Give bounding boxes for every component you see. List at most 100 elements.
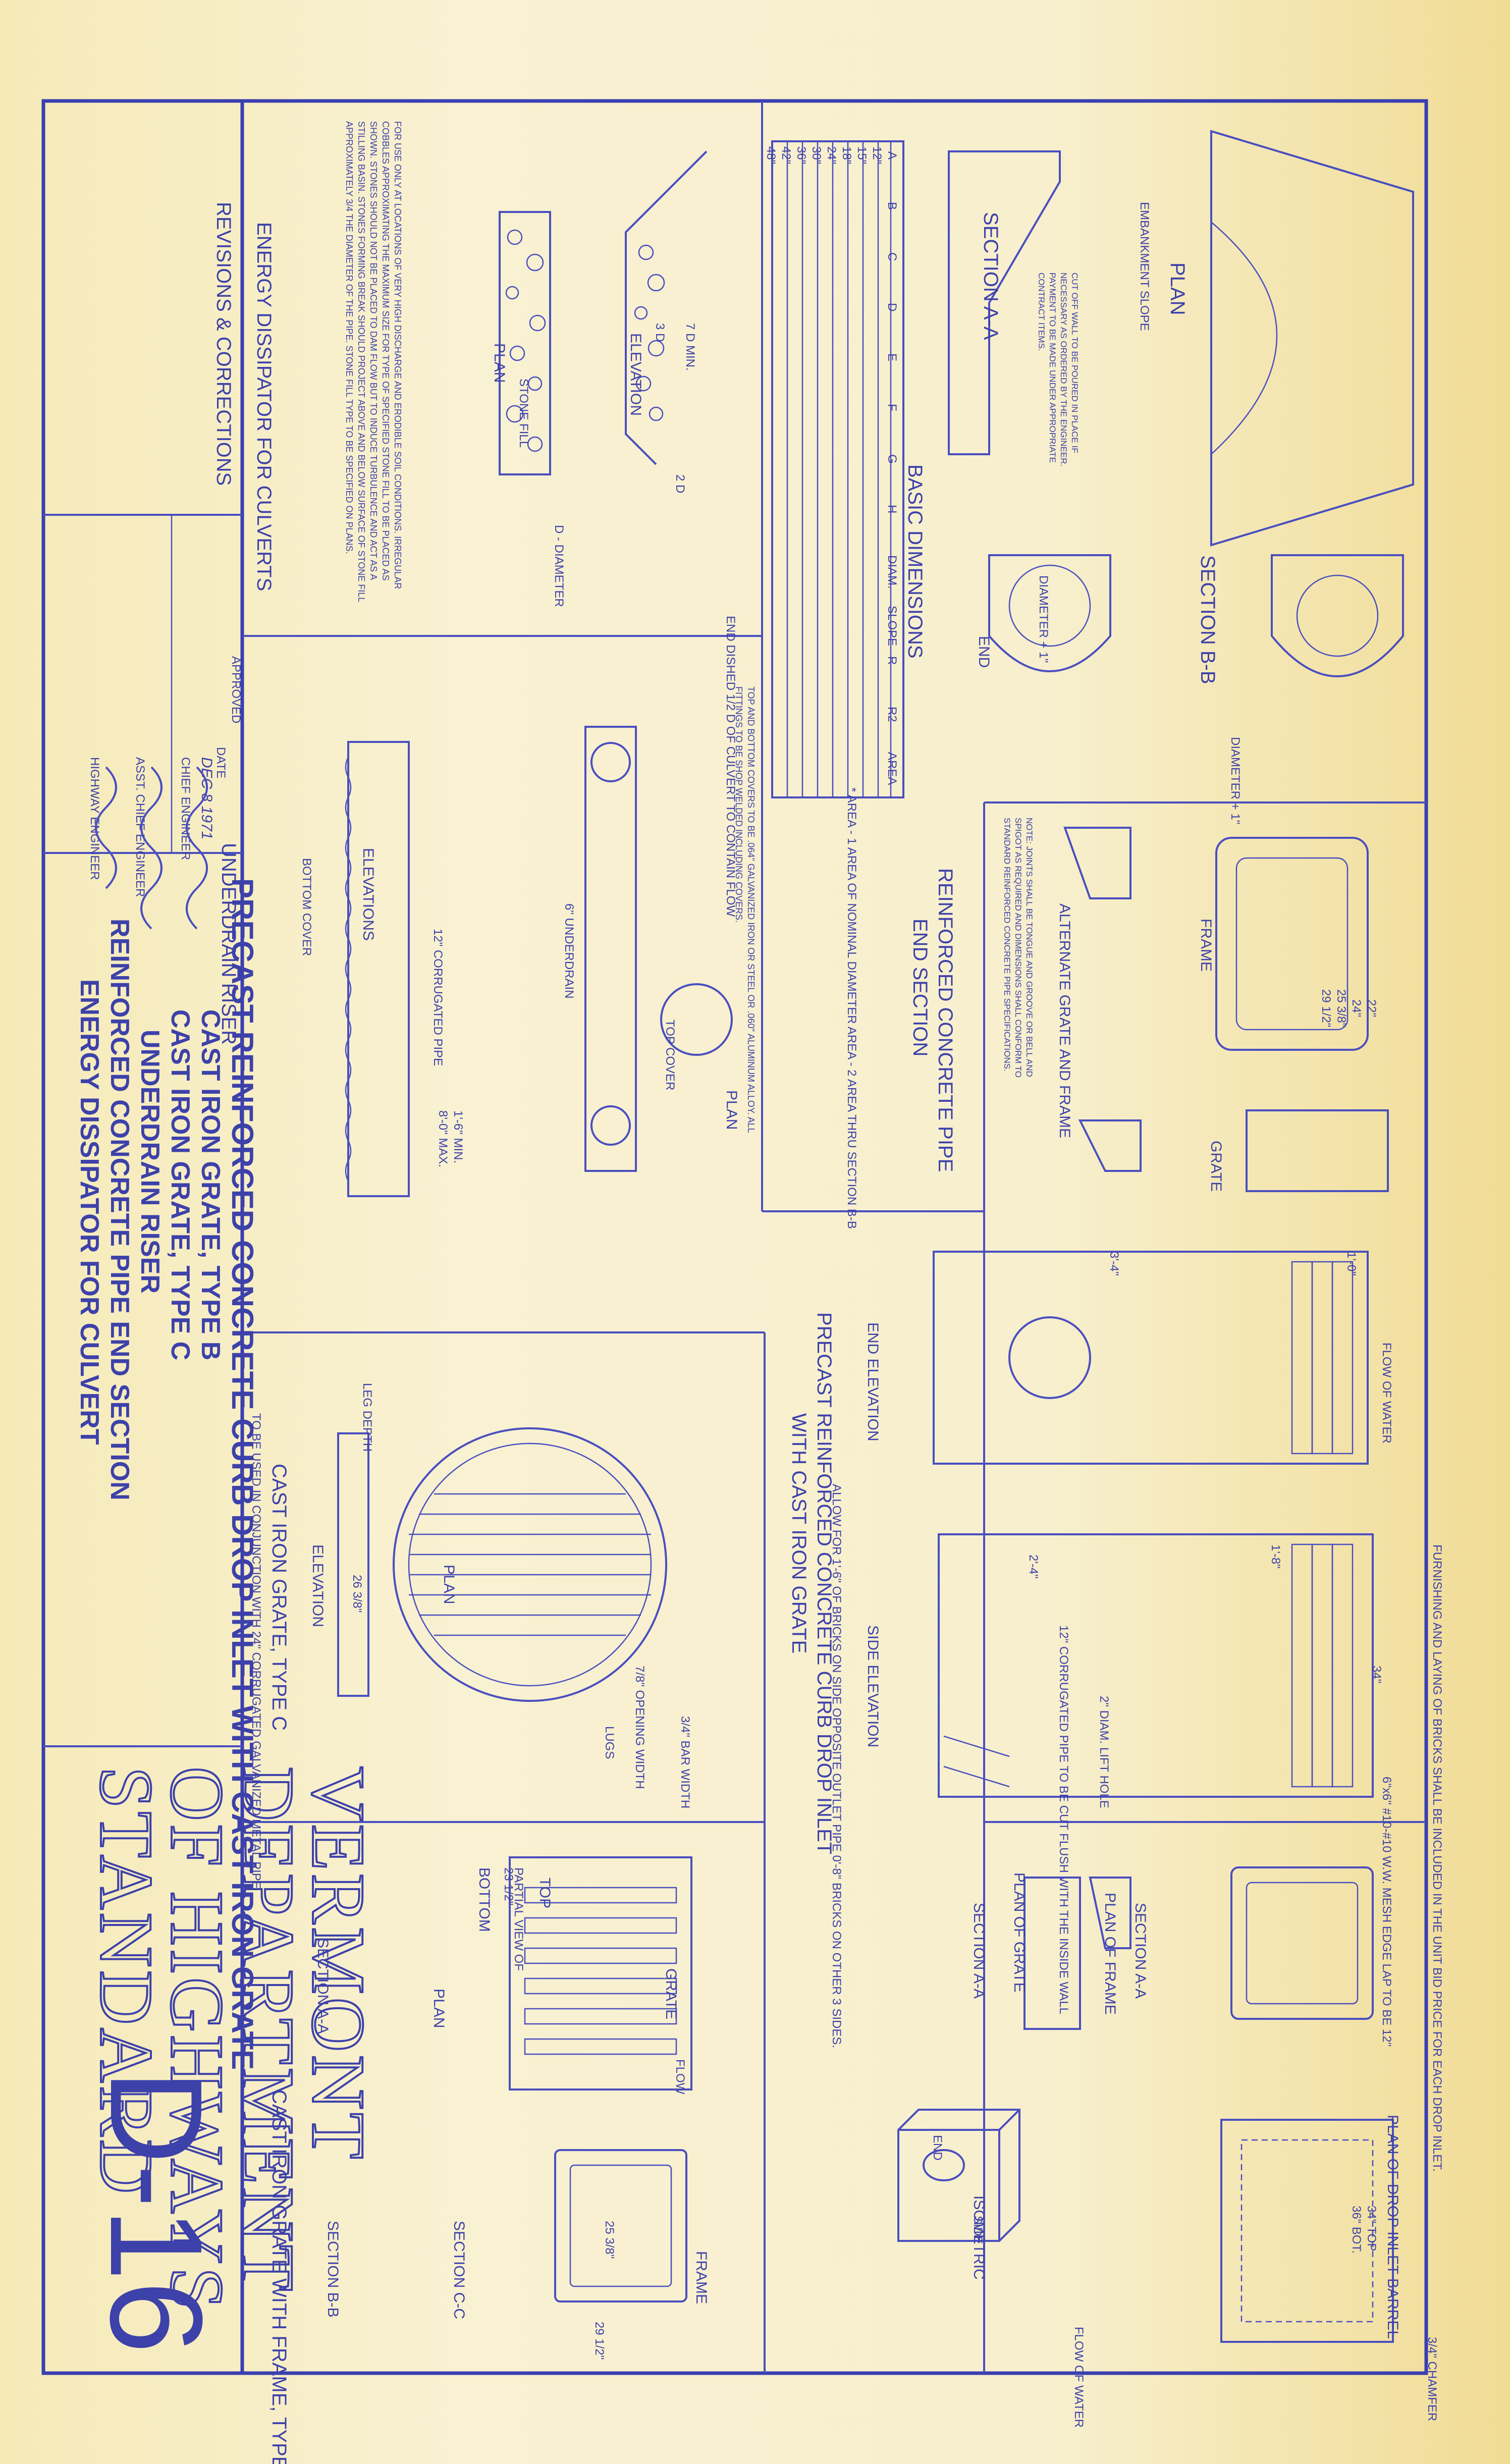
- riser-plan-label: PLAN: [723, 1090, 740, 1130]
- table-row: 15": [855, 146, 869, 164]
- alternate-grate-panel: FRAME GRATE ALTERNATE GRATE AND FRAME NO…: [1002, 818, 1389, 1192]
- table-h-3: D: [885, 303, 899, 311]
- signer-chief: CHIEF ENGINEER: [179, 757, 192, 860]
- table-h-11: R2: [885, 707, 899, 722]
- alt-frame-outer: [1215, 837, 1369, 1051]
- grate-c-bar-width: 3/4" BAR WIDTH: [678, 1716, 692, 1808]
- riser-title: UNDERDRAIN RISER: [218, 843, 240, 1045]
- signature-1: [186, 766, 208, 930]
- grate-b-frame-outer: [554, 2149, 687, 2302]
- date-label: DATE: [214, 747, 228, 778]
- alt-dim-22: 22": [1365, 999, 1378, 1017]
- rcp-title-2: END SECTION: [909, 919, 931, 1056]
- diameter-label: DIAMETER + 1": [1037, 575, 1050, 663]
- dim-36-bot: 36" BOT.: [1350, 2206, 1363, 2254]
- alt-frame-label: FRAME: [1198, 919, 1214, 972]
- alt-grate-label: GRATE: [1208, 1141, 1224, 1192]
- table-h-4: E: [885, 353, 899, 361]
- iso-side-label: SIDE: [971, 2216, 985, 2244]
- alt-dim-25: 25 3/8": [1334, 989, 1348, 1027]
- section-bb-pipe: [1296, 574, 1379, 657]
- corr-flush-label: 12" CORRUGATED PIPE TO BE CUT FLUSH WITH…: [1057, 1625, 1070, 2014]
- table-row: 30": [810, 146, 823, 164]
- title-line-1: PRECAST REINFORCED CONCRETE CURB DROP IN…: [226, 878, 259, 2070]
- rcp-joint-note: NOTE: JOINTS SHALL BE TONGUE AND GROOVE …: [1002, 818, 1034, 1078]
- section-aa-label: SECTION A-A: [980, 212, 1002, 340]
- brick-courses-end: [1291, 1261, 1354, 1455]
- grate-c-dim: 26 3/8": [350, 1575, 364, 1613]
- end-view-pipe: [1008, 564, 1091, 647]
- date-value: DEC 8 1971: [198, 757, 215, 839]
- corrugated-pipe-side: [943, 1735, 1010, 1788]
- bricks-note: FURNISHING AND LAYING OF BRICKS SHALL BE…: [1430, 1544, 1444, 2172]
- table-h-7: H: [885, 505, 899, 513]
- title-line-5: REINFORCED CONCRETE PIPE END SECTION: [105, 919, 134, 1501]
- dim-2d: 2 D: [673, 474, 687, 493]
- flow-of-water-label: FLOW OF WATER: [1380, 1343, 1393, 1443]
- grate-b-flow: FLOW: [673, 2059, 687, 2095]
- curb-title-2: WITH CAST IRON GRATE: [788, 1413, 810, 1653]
- alt-grate: [1246, 1109, 1389, 1192]
- riser-elevation-pipe: [347, 741, 410, 1197]
- isometric-box: [897, 2109, 1020, 2242]
- title-line-6: ENERGY DISSIPATOR FOR CULVERT: [75, 979, 104, 1445]
- stone-fill-label: STONE FILL: [517, 379, 530, 448]
- plan-label-rcp: PLAN: [1166, 262, 1189, 315]
- title-line-2: CAST IRON GRATE, TYPE B: [196, 1009, 225, 1360]
- flow-water-iso: FLOW OF WATER: [1072, 2327, 1086, 2428]
- underdrain-riser-panel: UNDERDRAIN RISER ELEVATIONS PLAN TOP COV…: [218, 686, 756, 1197]
- table-row: 36": [794, 146, 808, 164]
- elevation-outline: [625, 150, 708, 465]
- stone-fill-pattern: [505, 229, 546, 452]
- basic-dimensions-title: BASIC DIMENSIONS: [904, 464, 926, 659]
- grate-type-c-panel: CAST IRON GRATE, TYPE C TO BE USED IN CO…: [249, 1383, 692, 1889]
- grate-b-plan: [509, 1856, 692, 2091]
- section-bb-label: SECTION B-B: [1197, 555, 1219, 684]
- signer-highway: HIGHWAY ENGINEER: [88, 757, 101, 880]
- plan-drop-inlet-outer: [1220, 2119, 1394, 2343]
- dissipator-pipe: [499, 211, 551, 475]
- table-h-1: B: [885, 202, 899, 210]
- signature-3: [95, 766, 117, 889]
- table-h-6: G: [885, 454, 899, 464]
- dim-1-0: 1'-0": [1344, 1252, 1358, 1276]
- energy-title: ENERGY DISSIPATOR FOR CULVERTS: [253, 222, 275, 591]
- grate-b-dim-23: 23 1/2": [502, 1867, 515, 1905]
- grate-b-frame: FRAME: [693, 2251, 710, 2304]
- alt-grate-detail-2: [1078, 1119, 1142, 1172]
- riser-plan-end-2: [590, 1105, 631, 1146]
- mesh-note: 6"x6" #10-#10 W.W. MESH EDGE LAP TO BE 1…: [1380, 1777, 1393, 2047]
- area-note: * AREA - 1 AREA OF NOMINAL DIAMETER AREA…: [845, 787, 858, 1229]
- dim-2-4: 2'-4": [1027, 1555, 1040, 1579]
- dim-7d: 7 D MIN.: [683, 323, 697, 371]
- riser-plan-end-1: [590, 742, 631, 782]
- lift-hole-label: 2" DIAM. LIFT HOLE: [1097, 1696, 1111, 1808]
- cutoff-note: CUT OFF WALL TO BE POURED IN PLACE IF NE…: [1037, 273, 1080, 467]
- grate-b-plan-label: PLAN: [430, 1989, 447, 2028]
- agency-line-3: OF HIGHWAYS: [155, 1766, 239, 2312]
- riser-max: 8'-0" MAX.: [436, 1110, 450, 1167]
- curb-inlet-panel: PRECAST REINFORCED CONCRETE CURB DROP IN…: [788, 1251, 1444, 2172]
- section-aa-frame-label: SECTION A-A: [1132, 1903, 1149, 1999]
- table-row: 18": [840, 146, 853, 164]
- riser-side-pipe: [660, 983, 733, 1056]
- plan-drop-inlet-label: PLAN OF DROP INLET BARREL: [1384, 2115, 1401, 2339]
- rcp-end-section-panel: BASIC DIMENSIONS A B C D E F G H DIAM. S…: [764, 130, 1414, 1229]
- approved-label: APPROVED: [229, 656, 243, 723]
- plan-of-grate-box: [1023, 1877, 1081, 2030]
- signature-2: [140, 766, 163, 930]
- grate-b-dim-25: 25 3/8": [603, 2221, 616, 2259]
- section-aa-grate-label: SECTION A-A: [970, 1903, 987, 1999]
- grate-b-partial: PARTIAL VIEW OF: [512, 1867, 525, 1971]
- drop-inlet-details-panel: PLAN OF FRAME PLAN OF GRATE SECTION A-A …: [897, 1866, 1439, 2428]
- isometric-pipe: [923, 2149, 965, 2181]
- grate-b-bottom: BOTTOM: [476, 1867, 493, 1932]
- grate-b-section-bb: SECTION B-B: [325, 2221, 341, 2318]
- end-section-plan: [1210, 130, 1414, 547]
- grate-b-top: TOP: [536, 1878, 553, 1908]
- iso-end-label: END: [931, 2135, 944, 2161]
- grate-type-b-panel: CAST IRON GRATE WITH FRAME, TYPE B PARTI…: [268, 1856, 710, 2464]
- riser-top-cover: TOP COVER: [663, 1020, 677, 1090]
